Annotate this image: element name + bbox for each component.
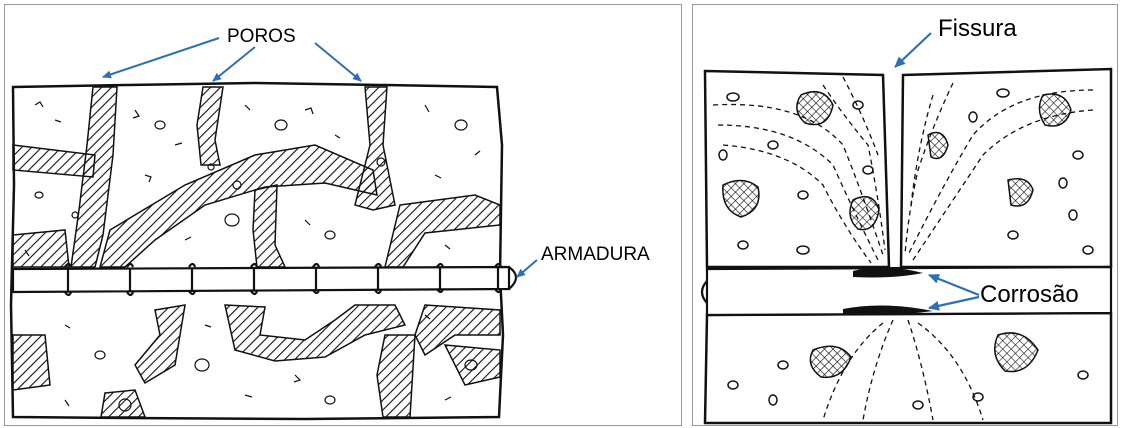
- cracked-concrete-figure: Fissura Corrosão: [692, 4, 1118, 426]
- corrosion-label: Corrosão: [980, 283, 1079, 307]
- crack-label: Fissura: [938, 17, 1017, 41]
- porous-concrete-figure: POROS ARMADURA: [4, 4, 682, 426]
- rebar-label: ARMADURA: [541, 245, 650, 264]
- rebar: [13, 264, 516, 295]
- cracked-concrete-drawing: [693, 5, 1117, 425]
- pores-label: POROS: [227, 27, 296, 46]
- porous-concrete-drawing: [5, 5, 681, 425]
